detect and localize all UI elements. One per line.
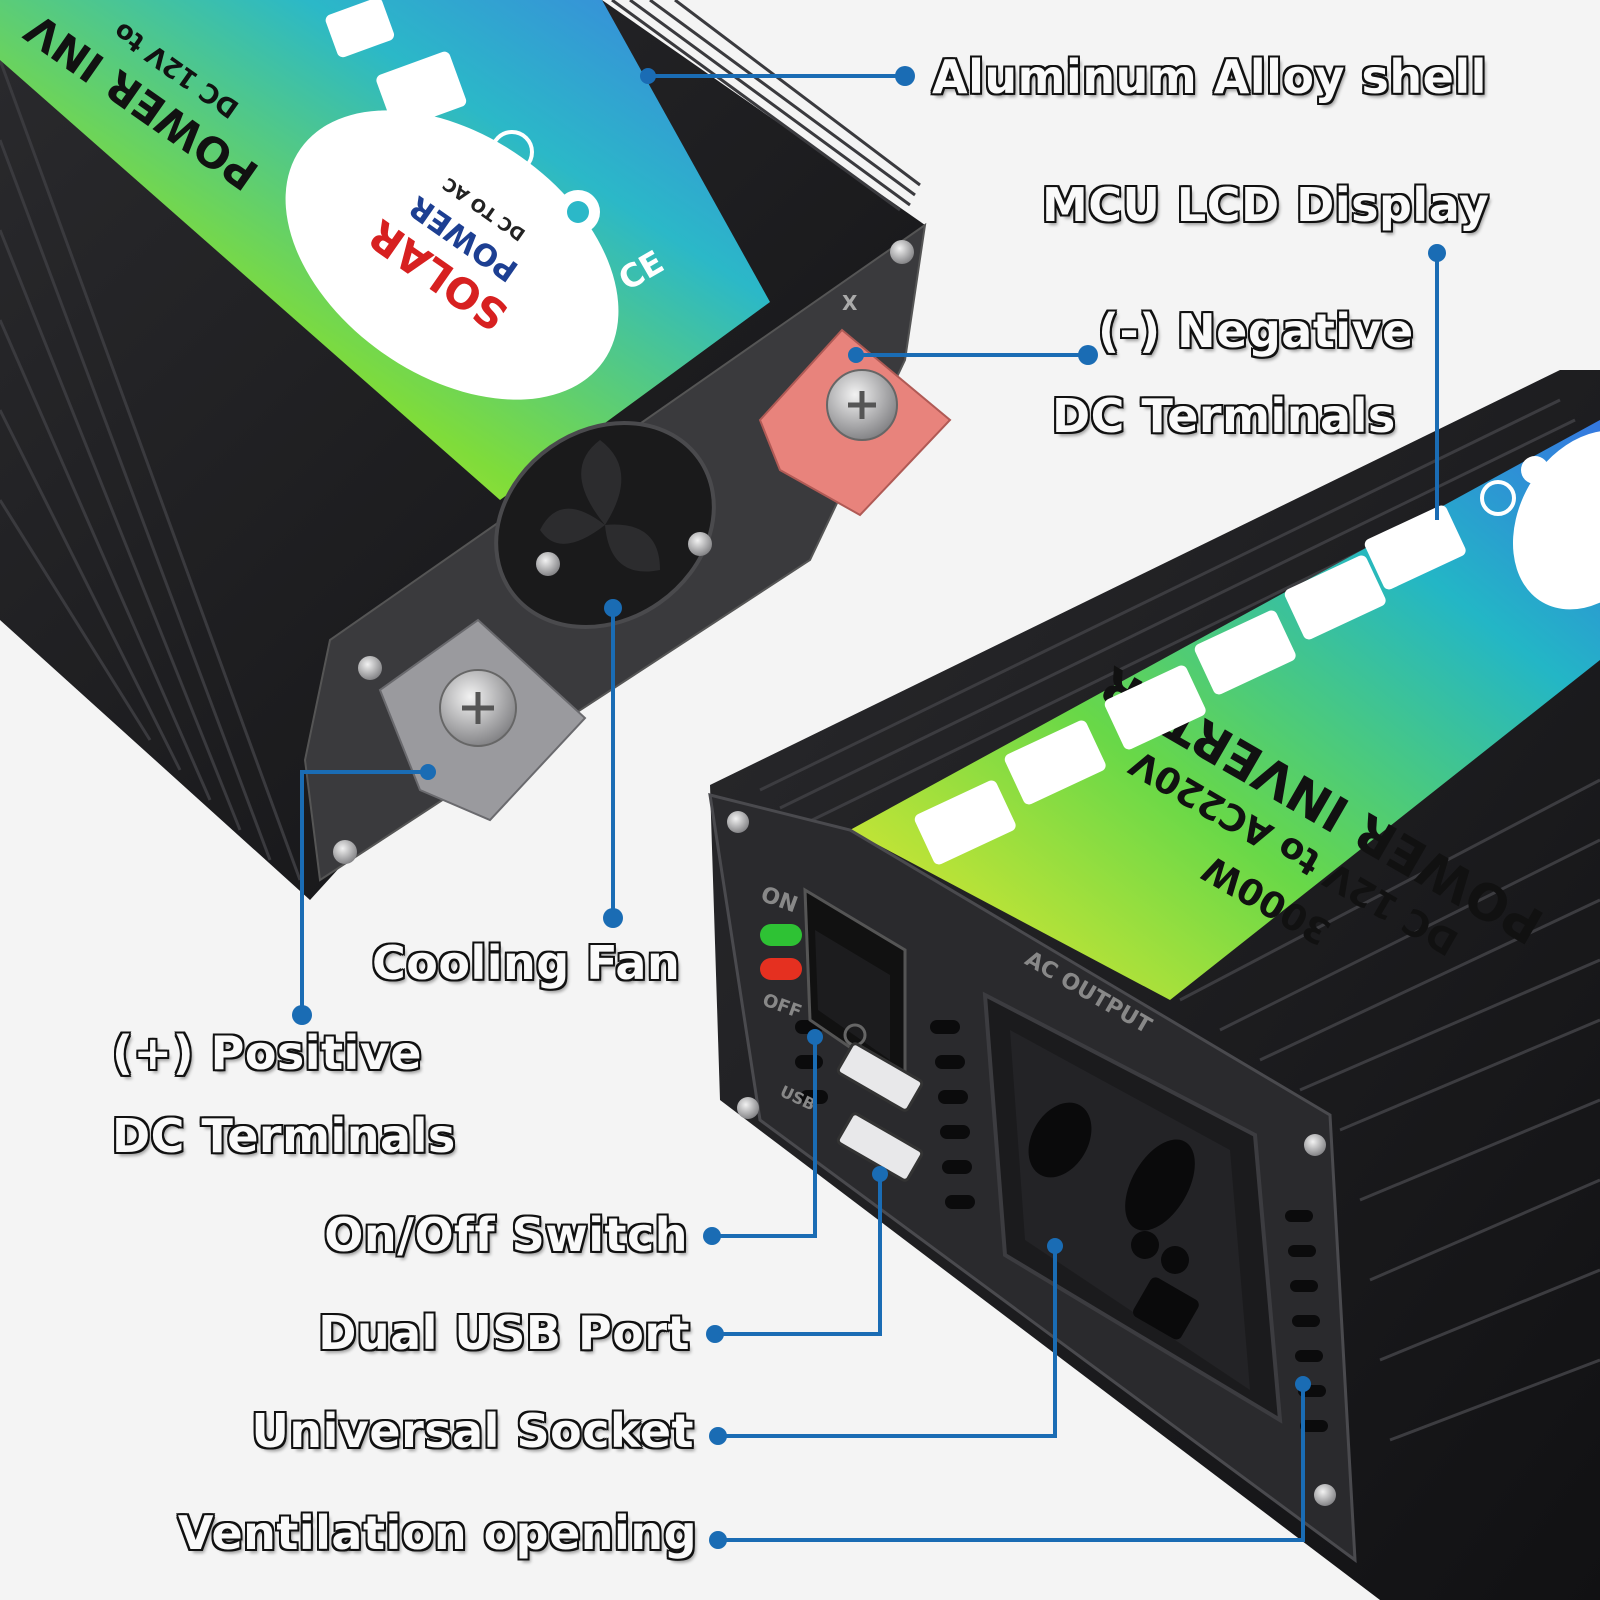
label-vacuum-icon — [1104, 665, 1206, 750]
callout-negative-line1: (-) Negative — [1098, 304, 1414, 358]
callout-on-off-switch: On/Off Switch — [324, 1208, 688, 1262]
led-off-indicator — [760, 958, 802, 980]
label-drill-icon — [1004, 720, 1106, 805]
label-electronics-icon — [1194, 610, 1296, 695]
screw-icon — [333, 840, 357, 864]
top-label-drill-icon — [376, 51, 467, 130]
screw-icon — [1314, 1484, 1336, 1506]
callout-dual-usb: Dual USB Port — [318, 1306, 690, 1360]
callout-cooling-fan: Cooling Fan — [372, 936, 681, 990]
label-tool-icon — [1284, 555, 1386, 640]
callout-aluminum-shell: Aluminum Alloy shell — [932, 50, 1487, 104]
leader-on-off-switch — [712, 1037, 817, 1238]
leader-universal-socket — [718, 1246, 1057, 1438]
top-terminal-mark: X — [842, 291, 858, 315]
top-brand-badge — [285, 110, 619, 400]
leader-lines — [300, 74, 1439, 1542]
top-inverter: SOLAR POWER DC TO AC POWER INV DC 12V to… — [0, 0, 952, 900]
leader-dots — [292, 66, 1446, 1549]
screw-icon — [737, 1097, 759, 1119]
bottom-inverter-fins — [759, 398, 1600, 1442]
label-grinder-icon — [1364, 505, 1466, 590]
bottom-inverter: POWER INVERTER DC 12V to AC220V 3000W — [708, 370, 1600, 1600]
callout-positive-line2: DC Terminals — [112, 1109, 456, 1163]
callout-ventilation: Ventilation opening — [177, 1506, 697, 1560]
screw-icon — [1304, 1134, 1326, 1156]
socket-holes — [1028, 1102, 1199, 1340]
recycle-icon — [1480, 480, 1516, 516]
screw-icon — [890, 240, 914, 264]
led-on-indicator — [760, 924, 802, 946]
leader-positive-terminal — [300, 770, 428, 1015]
bottom-brand-badge — [1512, 430, 1600, 610]
screw-icon — [727, 811, 749, 833]
top-inverter-fins — [0, 0, 921, 881]
leader-dual-usb — [715, 1174, 882, 1336]
screw-icon — [688, 532, 712, 556]
recycle-icon — [490, 130, 534, 174]
screw-icon — [536, 552, 560, 576]
callout-negative-line2: DC Terminals — [1052, 389, 1396, 443]
usb-port-2[interactable] — [836, 1112, 924, 1182]
cooling-fan-blades — [540, 440, 660, 572]
screw-icon — [358, 656, 382, 680]
top-label-tool-icon — [325, 0, 395, 58]
label-printer-icon — [914, 780, 1016, 865]
callout-universal-socket: Universal Socket — [251, 1404, 694, 1458]
cycle-arrows-icon — [1521, 456, 1549, 484]
callout-positive-line1: (+) Positive — [112, 1026, 423, 1080]
leader-ventilation — [718, 1384, 1305, 1542]
usb-port-1[interactable] — [836, 1042, 924, 1112]
callout-mcu-display: MCU LCD Display — [1042, 178, 1490, 232]
